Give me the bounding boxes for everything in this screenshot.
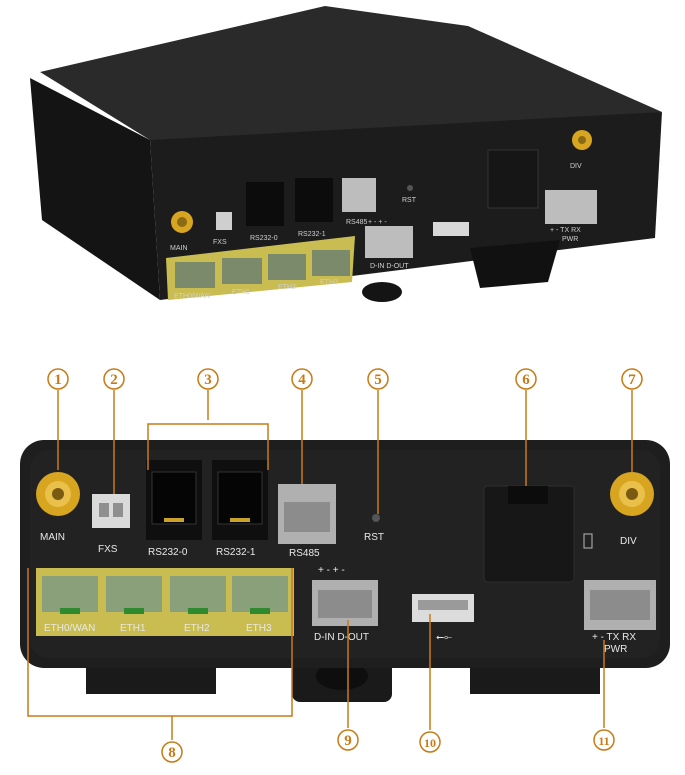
router-isometric-view: MAIN FXS RS232-0 RS232-1 RS485 RST DIV +… xyxy=(30,6,662,302)
eth0-port-top xyxy=(175,262,215,288)
usb-port-top xyxy=(433,222,469,236)
eth2-port xyxy=(170,576,226,612)
label-eth3: ETH3 xyxy=(246,623,272,634)
label-din-dout-top: D-IN D-OUT xyxy=(370,263,409,270)
label-pwr-top: PWR xyxy=(562,236,578,243)
label-pwr-pins-top: + - TX RX xyxy=(550,227,581,234)
usb-icon: ⭠⟜ xyxy=(436,632,452,643)
eth1-port-top xyxy=(222,258,262,284)
label-eth2: ETH2 xyxy=(184,623,210,634)
label-rst-top: RST xyxy=(402,197,417,204)
label-din-dout: D-IN D-OUT xyxy=(314,632,369,643)
sim-icon xyxy=(583,533,593,549)
label-pwr: PWR xyxy=(604,644,627,655)
fxs-port xyxy=(92,494,130,528)
callouts xyxy=(27,368,643,763)
label-fxs-top: FXS xyxy=(213,239,227,246)
rs485-port-top xyxy=(342,178,376,212)
mounting-hole xyxy=(362,282,402,302)
rst-button-hole xyxy=(372,514,380,522)
label-eth0: ETH0/WAN xyxy=(44,623,95,634)
label-div: DIV xyxy=(620,536,637,547)
rst-hole-top xyxy=(407,185,413,191)
label-eth2-top: ETH2 xyxy=(278,284,296,291)
callout-6: 6 xyxy=(522,372,530,388)
callout-5: 5 xyxy=(374,372,382,388)
din-dout-port-top xyxy=(365,226,413,258)
eth3-port xyxy=(232,576,288,612)
router-left-side xyxy=(30,78,160,300)
label-eth1: ETH1 xyxy=(120,623,146,634)
label-pwr-pins: + - TX RX xyxy=(592,632,636,643)
router-front-view: MAIN FXS RS232-0 RS232-1 RS485 RST DIV xyxy=(20,440,670,702)
callout-2: 2 xyxy=(110,372,118,388)
label-rs232-1: RS232-1 xyxy=(216,547,256,558)
callout-7: 7 xyxy=(628,372,636,388)
label-io-pins: + - + - xyxy=(318,565,345,576)
callout-8: 8 xyxy=(168,745,176,761)
label-rs485: RS485 xyxy=(289,548,320,559)
label-rs485-top: RS485 xyxy=(346,219,368,226)
callout-3: 3 xyxy=(204,372,212,388)
eth2-port-top xyxy=(268,254,306,280)
router-top-face xyxy=(40,6,662,150)
eth1-port xyxy=(106,576,162,612)
callout-11: 11 xyxy=(598,734,609,748)
callout-9: 9 xyxy=(344,733,352,749)
label-main-top: MAIN xyxy=(170,245,188,252)
eth0-port xyxy=(42,576,98,612)
eth3-port-top xyxy=(312,250,350,276)
label-eth0-top: ETH0/WAN xyxy=(174,293,210,300)
label-rst: RST xyxy=(364,532,384,543)
rs232-1-port-top xyxy=(295,178,333,222)
callout-4: 4 xyxy=(298,372,306,388)
pwr-port-top xyxy=(545,190,597,224)
callout-10: 10 xyxy=(424,736,436,750)
label-fxs: FXS xyxy=(98,544,118,555)
sim-cover-top xyxy=(487,149,539,209)
label-rs232-0: RS232-0 xyxy=(148,547,188,558)
label-rs232-1-top: RS232-1 xyxy=(298,231,326,238)
mounting-tab xyxy=(470,240,560,288)
label-io-pins-top: + - + - xyxy=(368,219,387,226)
rs232-0-port-top xyxy=(246,182,284,226)
fxs-port-top xyxy=(216,212,232,230)
callout-1: 1 xyxy=(54,372,62,388)
label-eth3-top: ETH3 xyxy=(320,279,338,286)
label-main: MAIN xyxy=(40,532,65,543)
label-div-top: DIV xyxy=(570,163,582,170)
callout-numbers: 1 2 3 4 5 6 7 8 9 10 11 xyxy=(54,372,636,761)
label-eth1-top: ETH1 xyxy=(232,289,250,296)
label-rs232-0-top: RS232-0 xyxy=(250,235,278,242)
